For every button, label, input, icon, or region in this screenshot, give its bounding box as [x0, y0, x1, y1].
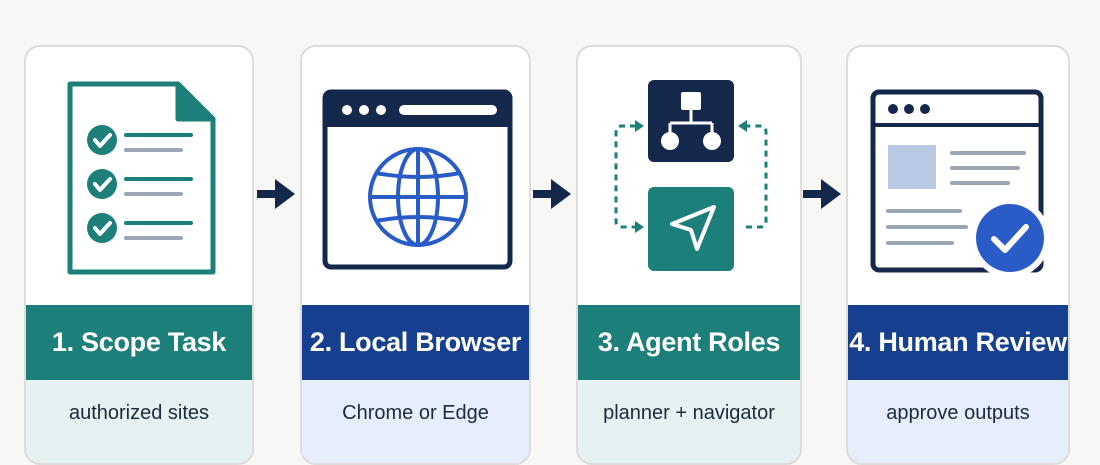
step-card-agent-roles: 3. Agent Roles planner + navigator — [576, 45, 802, 465]
step-title: 4. Human Review — [848, 305, 1068, 380]
step-card-scope-task: 1. Scope Task authorized sites — [24, 45, 254, 465]
step-title: 1. Scope Task — [26, 305, 252, 380]
step-subtitle: Chrome or Edge — [302, 380, 529, 463]
arrow-right-icon — [257, 179, 295, 209]
step-card-local-browser: 2. Local Browser Chrome or Edge — [300, 45, 531, 465]
arrow-right-icon — [803, 179, 841, 209]
step-subtitle: planner + navigator — [578, 380, 800, 463]
arrow-right-icon — [533, 179, 571, 209]
step-title: 2. Local Browser — [302, 305, 529, 380]
step-title: 3. Agent Roles — [578, 305, 800, 380]
planner-navigator-cycle-icon — [578, 47, 800, 305]
review-approved-icon — [848, 47, 1068, 305]
check-badge-icon — [970, 198, 1050, 278]
step-subtitle: approve outputs — [848, 380, 1068, 463]
step-subtitle: authorized sites — [26, 380, 252, 463]
step-card-human-review: 4. Human Review approve outputs — [846, 45, 1070, 465]
browser-globe-icon — [302, 47, 529, 305]
checklist-document-icon — [26, 47, 252, 305]
